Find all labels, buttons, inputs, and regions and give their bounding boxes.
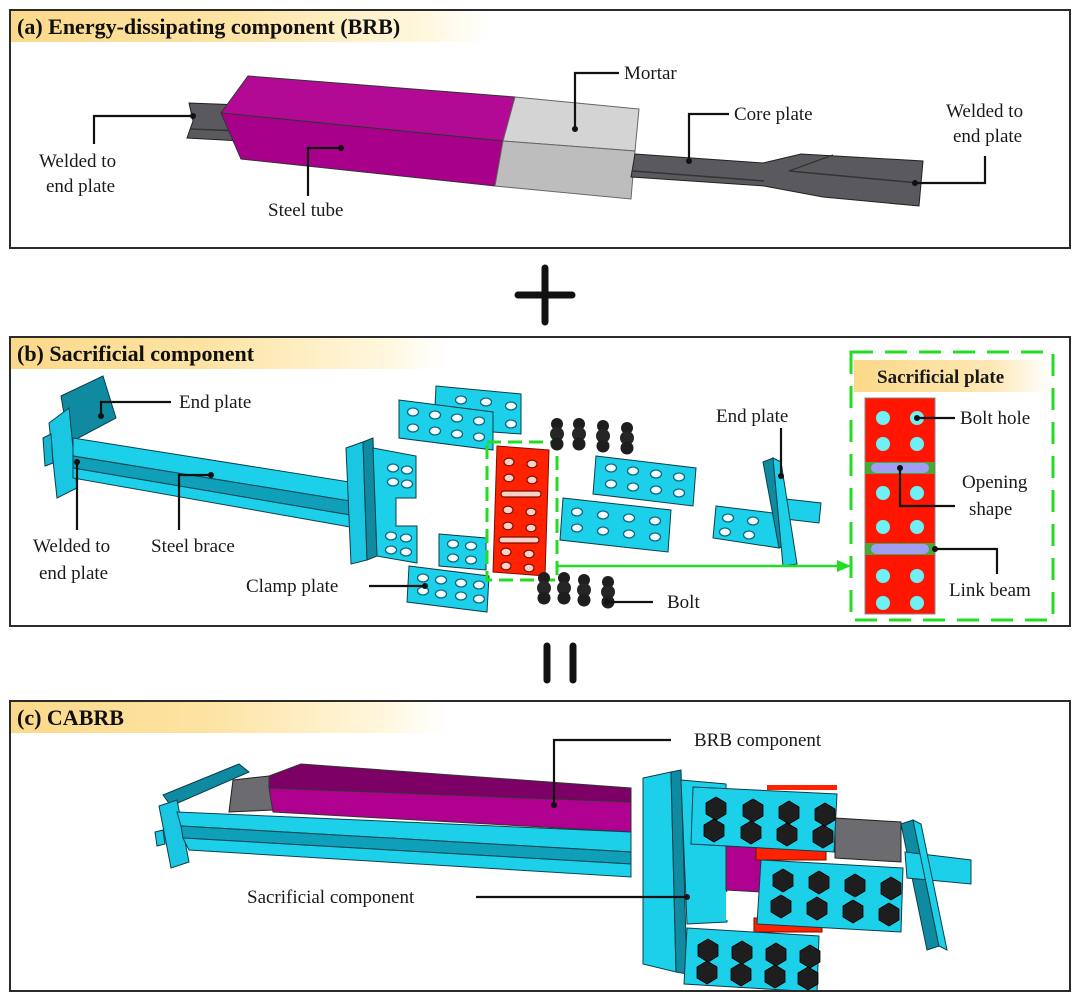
svg-text:Steel brace: Steel brace	[151, 536, 235, 557]
sacrificial-plate-exploded	[485, 440, 559, 582]
clamp-plate-small	[438, 533, 487, 571]
label-sacrificial-component: Sacrificial component	[247, 887, 690, 908]
sacrificial-plate-edge-top	[767, 785, 837, 790]
cabrb-core-plate	[228, 775, 274, 813]
svg-text:shape: shape	[969, 499, 1012, 520]
svg-text:Opening: Opening	[962, 472, 1028, 493]
panel-b-title: (b) Sacrificial component	[11, 338, 447, 369]
label-steel-brace: Steel brace	[151, 472, 235, 557]
svg-text:Sacrificial component: Sacrificial component	[247, 887, 415, 908]
clamp-plate-bottom	[406, 565, 490, 613]
right-end-plate-assembly	[712, 457, 822, 567]
svg-text:End plate: End plate	[179, 392, 251, 413]
panel-a-title: (a) Energy-dissipating component (BRB)	[11, 11, 492, 42]
cabrb-left-end-plate	[154, 763, 250, 869]
steel-brace	[72, 437, 357, 529]
svg-text:Welded to: Welded to	[39, 151, 116, 172]
svg-text:Clamp plate: Clamp plate	[246, 576, 338, 597]
label-brb-component: BRB component	[551, 730, 822, 808]
label-welded-left: Welded to end plate	[39, 113, 196, 197]
clamp-plate-upper-with-bolts	[690, 786, 838, 853]
clamp-plate-middle-with-bolts	[756, 859, 904, 933]
clamp-plate-right-lower	[559, 497, 672, 553]
label-end-plate-left: End plate	[98, 392, 251, 419]
left-end-plate	[42, 375, 117, 499]
bolts-top	[550, 418, 634, 455]
svg-text:Steel tube: Steel tube	[268, 200, 343, 221]
panel-a-energy-dissipating-component: (a) Energy-dissipating component (BRB)	[9, 9, 1071, 249]
label-opening-shape: Opening shape	[897, 465, 1028, 520]
steel-tube	[220, 75, 516, 187]
svg-text:end plate: end plate	[46, 176, 115, 197]
svg-text:end plate: end plate	[39, 563, 108, 584]
label-welded-right: Welded to end plate	[912, 101, 1023, 186]
brb-drawing: Welded to end plate Steel tube Mortar Co…	[39, 63, 1023, 221]
label-end-plate-right: End plate	[716, 406, 788, 479]
label-bolt: Bolt	[604, 592, 700, 613]
core-plate-right	[630, 153, 924, 207]
clamp-plate-right-upper	[592, 455, 697, 507]
label-welded-to-end-plate: Welded to end plate	[33, 459, 110, 584]
svg-text:end plate: end plate	[953, 126, 1022, 147]
brb-steel-tube	[268, 763, 632, 833]
mortar-block	[494, 96, 640, 200]
brace-end-bracket	[345, 437, 418, 565]
label-mortar: Mortar	[572, 63, 677, 132]
bolts-bottom	[537, 572, 615, 609]
svg-text:Core plate: Core plate	[734, 104, 813, 125]
panel-b-sacrificial-component: (b) Sacrificial component	[9, 336, 1071, 627]
svg-text:Welded to: Welded to	[33, 536, 110, 557]
svg-text:End plate: End plate	[716, 406, 788, 427]
label-link-beam: Link beam	[932, 546, 1031, 601]
cabrb-drawing: BRB component Sacrificial component	[154, 730, 972, 990]
plus-operator-icon	[514, 264, 576, 326]
label-bolt-hole: Bolt hole	[914, 408, 1030, 429]
panel-c-cabrb: (c) CABRB	[9, 700, 1071, 992]
svg-text:Mortar: Mortar	[624, 63, 677, 84]
svg-text:Welded to: Welded to	[946, 101, 1023, 122]
label-steel-tube: Steel tube	[268, 145, 344, 221]
svg-text:Bolt hole: Bolt hole	[960, 408, 1030, 429]
inset-title: Sacrificial plate	[877, 367, 1004, 388]
green-arrow	[557, 560, 851, 572]
cabrb-right-end	[834, 817, 972, 951]
svg-text:Bolt: Bolt	[667, 592, 700, 613]
clamp-plate-top-front	[398, 399, 494, 451]
svg-text:Link beam: Link beam	[949, 580, 1031, 601]
label-clamp-plate: Clamp plate	[246, 576, 428, 597]
cabrb-steel-brace	[176, 811, 632, 878]
equals-operator-icon	[543, 642, 577, 684]
label-core-plate: Core plate	[686, 104, 813, 164]
panel-c-title: (c) CABRB	[11, 702, 447, 733]
svg-text:BRB component: BRB component	[694, 730, 822, 751]
sacrificial-drawing: Sacrificial plate Bolt hole	[33, 350, 1055, 622]
clamp-plate-lower-with-bolts	[683, 927, 821, 990]
sacrificial-plate-inset: Sacrificial plate Bolt hole	[849, 350, 1055, 622]
